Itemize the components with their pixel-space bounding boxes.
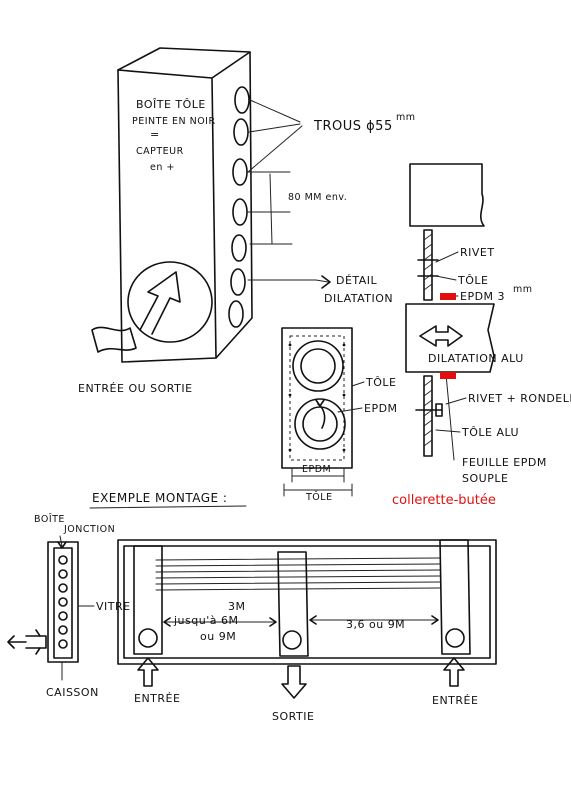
detail-label-2: DILATATION <box>324 292 393 305</box>
label-sortie: SORTIE <box>272 710 314 723</box>
box-label-5: en + <box>150 162 175 173</box>
label-tole: TÔLE <box>457 274 488 287</box>
box-label-2: PEINTE EN NOIR <box>132 116 216 127</box>
dist-top: 3M <box>228 600 246 613</box>
label-boite: BOÎTE <box>34 513 65 525</box>
montage-title-underline <box>89 505 247 509</box>
epdm-red-marker-bottom <box>440 372 456 379</box>
montage-title: EXEMPLE MONTAGE : <box>92 491 227 505</box>
label-dilatation: DILATATION ALU <box>428 352 524 365</box>
holes-label: TROUS ϕ55 <box>313 119 393 134</box>
label-feuille-1: FEUILLE EPDM <box>462 456 547 469</box>
label-entree-right: ENTRÉE <box>432 694 478 707</box>
hole-detail <box>281 327 365 497</box>
inlet-label: ENTRÉE OU SORTIE <box>78 382 193 395</box>
epdm-red-marker-top <box>440 293 456 300</box>
holes-unit: mm <box>396 112 416 123</box>
dist-mid: jusqu'à 6M <box>173 614 238 627</box>
hole-tole-label: TÔLE <box>365 376 396 389</box>
spacing-label: 80 MM env. <box>288 192 347 203</box>
label-caisson: CAISSON <box>46 686 99 699</box>
label-rivet: RIVET <box>460 246 495 259</box>
box-label-1: BOÎTE TÔLE <box>136 98 206 111</box>
section-detail <box>405 163 495 461</box>
dist-right: 3,6 ou 9M <box>346 618 405 631</box>
collector-frame-front <box>117 539 497 699</box>
dist-bot: ou 9M <box>200 630 236 643</box>
dim-epdm: EPDM <box>302 464 331 475</box>
label-jonction: JONCTION <box>63 524 115 535</box>
junction-box-side <box>7 535 95 681</box>
label-vitre: VITRE <box>96 600 131 613</box>
label-collerette: collerette-butée <box>392 493 496 508</box>
label-feuille-2: SOUPLE <box>462 472 508 485</box>
hole-epdm-label: EPDM <box>364 402 398 415</box>
box-label-3: = <box>150 128 160 141</box>
box-label-4: CAPTEUR <box>136 146 184 157</box>
label-epdm: EPDM 3 <box>460 290 505 303</box>
label-tole-alu: TÔLE ALU <box>461 426 519 439</box>
label-entree-left: ENTRÉE <box>134 692 180 705</box>
dim-tole: TÔLE <box>305 491 333 503</box>
label-rivet-rondelle: RIVET + RONDELLE <box>468 392 571 405</box>
collector-box-perspective <box>91 47 331 363</box>
label-epdm-unit: mm <box>513 284 533 295</box>
detail-label-1: DÉTAIL <box>336 274 378 287</box>
